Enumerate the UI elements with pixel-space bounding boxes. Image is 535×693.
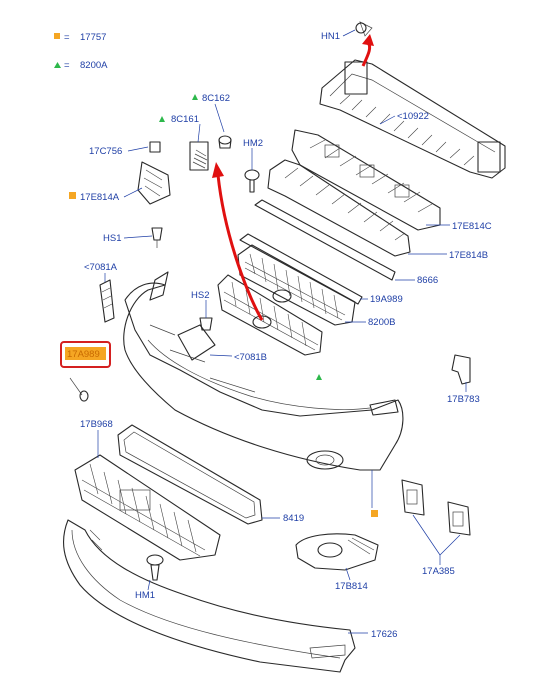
marker-17757-square-icon xyxy=(371,510,378,517)
legend-orange-dash: = xyxy=(64,32,70,43)
callout-7081a[interactable]: <7081A xyxy=(84,262,118,273)
callout-17e814c[interactable]: 17E814C xyxy=(452,221,492,232)
c17e814a-square-icon xyxy=(69,192,76,199)
callout-labels: HN1 8C162 8C161 <10922 17C756 HM2 17E814… xyxy=(69,31,492,640)
lower-grille-17b968[interactable] xyxy=(74,454,221,561)
callout-7081b[interactable]: <7081B xyxy=(234,352,267,363)
clip-8c162[interactable] xyxy=(218,135,232,149)
callout-hn1[interactable]: HN1 xyxy=(321,31,340,42)
callout-17c756[interactable]: 17C756 xyxy=(89,146,122,157)
callout-17626[interactable]: 17626 xyxy=(371,629,397,640)
bracket-17b783[interactable] xyxy=(451,354,471,385)
callout-17e814b[interactable]: 17E814B xyxy=(449,250,488,261)
c8c162-triangle-icon xyxy=(192,94,198,100)
callout-8666[interactable]: 8666 xyxy=(417,275,438,286)
callout-19a989[interactable]: 19A989 xyxy=(370,294,403,305)
hm1-pushpin[interactable] xyxy=(146,554,164,581)
clip-17c756[interactable] xyxy=(149,141,161,153)
legend-code-1: 17757 xyxy=(80,32,106,43)
callout-8c161[interactable]: 8C161 xyxy=(171,114,199,125)
legend: = 17757 = 8200A xyxy=(54,32,108,71)
callout-hs1[interactable]: HS1 xyxy=(103,233,121,244)
callout-hm1[interactable]: HM1 xyxy=(135,590,155,601)
c8c161-triangle-icon xyxy=(159,116,165,122)
lower-grille[interactable] xyxy=(217,274,323,356)
callout-10922[interactable]: <10922 xyxy=(397,111,429,122)
callout-8200b[interactable]: 8200B xyxy=(368,317,395,328)
bumper-cover[interactable] xyxy=(123,271,404,471)
callout-17b968[interactable]: 17B968 xyxy=(80,419,113,430)
legend-orange-square-icon xyxy=(54,33,60,39)
hn1-nut-icon[interactable] xyxy=(355,22,367,34)
upper-absorber-bracket[interactable] xyxy=(267,159,411,257)
reinforcement-beam[interactable] xyxy=(319,21,506,179)
callout-17e814a[interactable]: 17E814A xyxy=(80,192,120,203)
grille-surround-8419[interactable] xyxy=(117,424,263,525)
foglamp-bezel-17b814[interactable] xyxy=(295,533,379,571)
highlight-fill xyxy=(65,347,106,360)
callout-8419[interactable]: 8419 xyxy=(283,513,304,524)
legend-code-2: 8200A xyxy=(80,60,108,71)
leader-lines xyxy=(97,29,467,634)
upper-grille[interactable] xyxy=(237,244,356,326)
hn1-red-arrowhead xyxy=(362,34,374,46)
marker-8200a-triangle-icon xyxy=(316,374,322,380)
spring-8c161[interactable] xyxy=(189,141,209,171)
legend-green-dash: = xyxy=(64,60,70,71)
lower-valance-17626[interactable] xyxy=(63,519,356,673)
legend-green-triangle-icon xyxy=(54,62,61,68)
bracket-17e814a[interactable] xyxy=(137,161,171,205)
highlight-box xyxy=(60,341,111,368)
highlight-label: 17A989 xyxy=(67,349,100,360)
highlighted-callout-17a989[interactable]: 17A989 xyxy=(60,341,111,368)
callout-hs2[interactable]: HS2 xyxy=(191,290,209,301)
callout-17a385[interactable]: 17A385 xyxy=(422,566,455,577)
brackets-17a385[interactable] xyxy=(401,479,471,536)
callout-8c162[interactable]: 8C162 xyxy=(202,93,230,104)
grille-strip-8666[interactable] xyxy=(254,199,396,281)
pin-17a989[interactable] xyxy=(69,377,89,402)
callout-17b814[interactable]: 17B814 xyxy=(335,581,368,592)
moulding-19a989[interactable] xyxy=(239,233,363,305)
callout-17b783[interactable]: 17B783 xyxy=(447,394,480,405)
callout-hm2[interactable]: HM2 xyxy=(243,138,263,149)
emblem-red-arrowhead xyxy=(212,162,224,178)
emblem-red-arrow xyxy=(216,174,264,321)
deflector-7081b[interactable] xyxy=(177,324,216,361)
hm2-pushpin[interactable] xyxy=(244,169,260,193)
energy-absorber[interactable] xyxy=(291,129,441,231)
hs1-screw[interactable] xyxy=(151,227,163,248)
bracket-7081a[interactable] xyxy=(99,279,115,323)
